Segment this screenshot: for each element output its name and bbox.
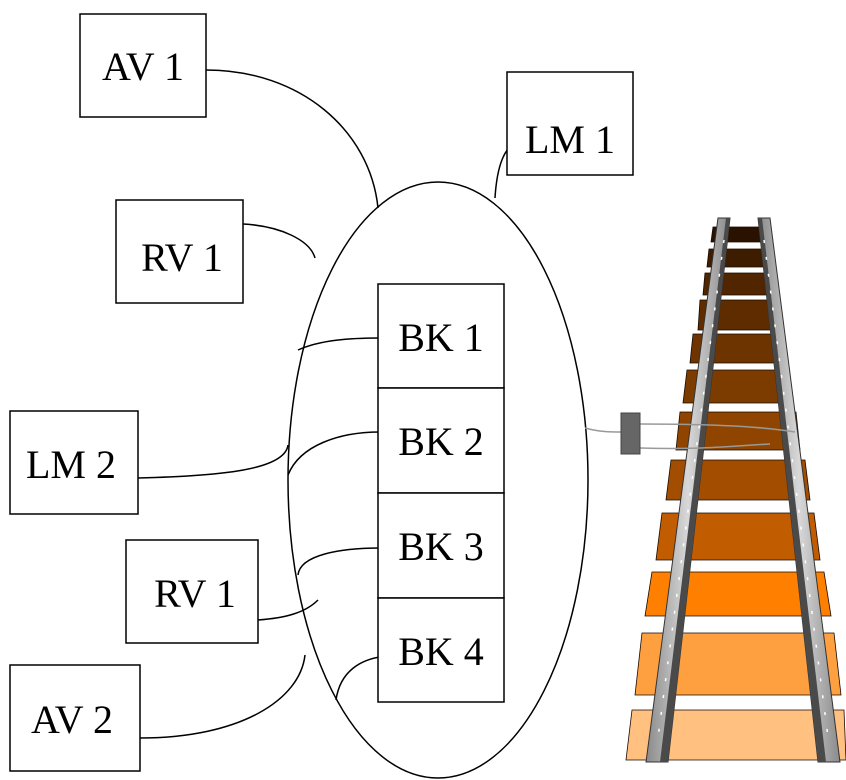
railway-track-illustration: [584, 217, 846, 763]
wire-rv1-top: [242, 223, 316, 259]
module-label: LM 1: [525, 117, 615, 162]
module-label: LM 2: [26, 442, 116, 487]
wire-bk2: [287, 431, 381, 476]
module-lm2[interactable]: LM 2: [9, 410, 139, 515]
module-av2[interactable]: AV 2: [9, 664, 141, 772]
module-rv1-bottom[interactable]: RV 1: [125, 539, 259, 644]
block-label: BK 4: [398, 629, 484, 674]
module-label: AV 2: [31, 697, 113, 742]
block-label: BK 1: [398, 315, 484, 360]
track-sleepers: [625, 226, 846, 761]
interlocking-ellipse: [287, 181, 589, 779]
wire-av2: [139, 654, 306, 739]
module-rv1-top[interactable]: RV 1: [115, 199, 244, 304]
block-bk4[interactable]: BK 4: [377, 597, 505, 703]
block-bk1[interactable]: BK 1: [377, 283, 505, 389]
wire-av1: [205, 69, 379, 209]
block-label: BK 3: [398, 524, 484, 569]
block-bk3[interactable]: BK 3: [377, 492, 505, 599]
track-rail-right-inner: [758, 218, 826, 762]
sensor-icon: [620, 412, 641, 455]
track-rails: [645, 217, 841, 763]
block-label: BK 2: [398, 419, 484, 464]
wire-lm2: [137, 444, 289, 479]
track-sleeper: [655, 512, 821, 561]
track-sleeper: [665, 459, 811, 501]
track-sensor: [584, 412, 796, 455]
wire-bk3: [297, 547, 381, 576]
block-stack: BK 1 BK 2 BK 3 BK 4: [377, 283, 505, 703]
module-label: RV 1: [141, 235, 223, 280]
module-lm1[interactable]: LM 1: [506, 71, 634, 176]
track-rail-right: [757, 217, 841, 763]
module-label: RV 1: [154, 571, 236, 616]
track-sleeper: [634, 632, 842, 696]
track-sleeper: [625, 709, 846, 761]
wire-rv1-bottom: [257, 599, 319, 621]
module-label: AV 1: [102, 44, 184, 89]
wire-bk1: [297, 337, 381, 351]
module-av1[interactable]: AV 1: [79, 13, 207, 118]
track-sleeper: [644, 571, 832, 617]
track-rail-left-inner: [660, 218, 730, 762]
block-bk2[interactable]: BK 2: [377, 387, 505, 494]
